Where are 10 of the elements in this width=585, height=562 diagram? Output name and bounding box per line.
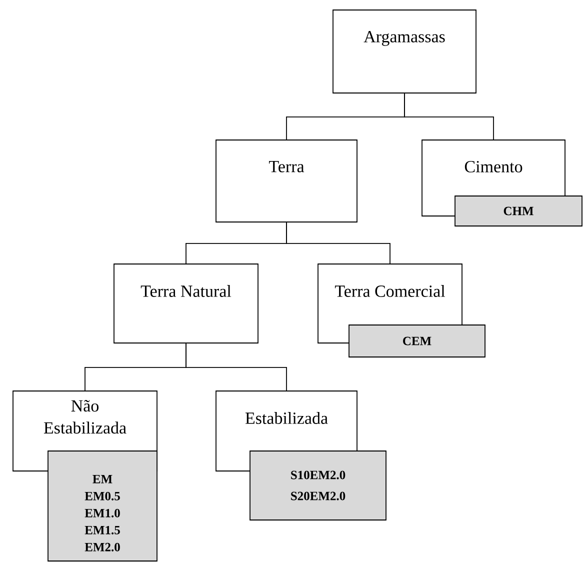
category-box: Terra	[216, 140, 358, 222]
category-box: Argamassas	[332, 10, 476, 94]
code-box: S10EM2.0 S20EM2.0	[250, 450, 386, 520]
code-box: CEM	[348, 324, 486, 358]
connector	[186, 343, 287, 391]
connector	[404, 93, 494, 140]
connector	[286, 222, 390, 264]
code-box: EM EM0.5 EM1.0 EM1.5 EM2.0	[48, 450, 158, 562]
code-box: CHM	[454, 196, 582, 226]
category-box: Terra Natural	[114, 264, 258, 344]
